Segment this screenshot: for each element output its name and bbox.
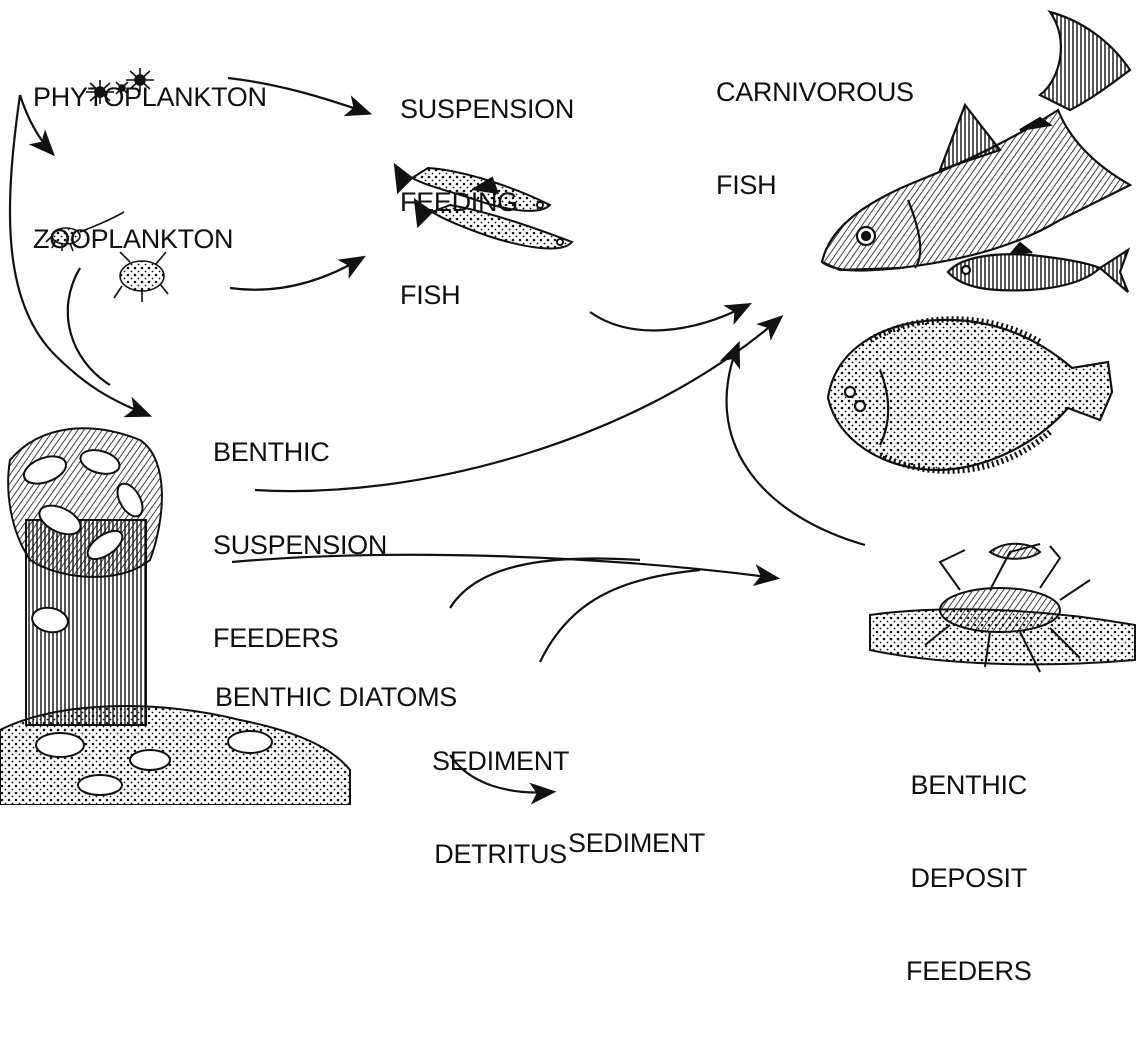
carnivorous-fish-label: CARNIVOROUS FISH (716, 15, 914, 263)
suspension-feeding-fish-label: SUSPENSION FEEDING FISH (400, 32, 574, 373)
arrow-zoo-to-suspension-fish (230, 258, 362, 290)
flounder-icon (828, 319, 1112, 471)
arrow-suspension-fish-to-carnivorous (590, 305, 748, 330)
food-web-diagram: PHYTOPLANKTON ZOOPLANKTON SUSPENSION FEE… (0, 0, 1140, 805)
sediment-detritus-label: SEDIMENT DETRITUS (432, 684, 569, 932)
phytoplankton-label: PHYTOPLANKTON (33, 20, 267, 175)
crab-icon (870, 544, 1135, 672)
zooplankton-label: ZOOPLANKTON (33, 162, 233, 317)
benthic-deposit-feeders-label: BENTHIC DEPOSIT FEEDERS (906, 708, 1031, 1049)
arrow-detritus-to-deposit (540, 570, 700, 662)
benthic-diatoms-label: BENTHIC DIATOMS (215, 620, 457, 775)
sediment-label: SEDIMENT (568, 766, 705, 921)
arrow-diatoms-to-deposit (450, 558, 640, 608)
